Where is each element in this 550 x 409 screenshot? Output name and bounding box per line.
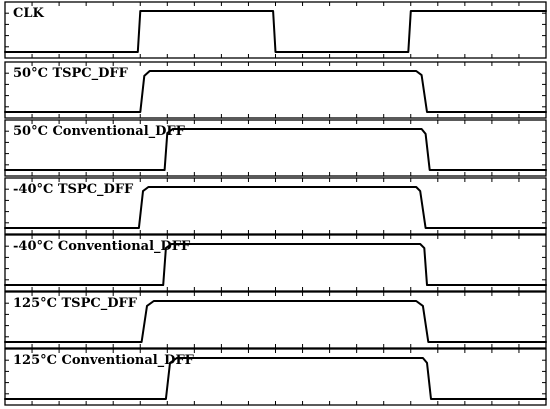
panel-label: CLK [13,6,44,21]
panel-label: -40°C TSPC_DFF [13,182,134,197]
series-line [4,70,547,113]
panel-label: -40°C Conventional_DFF [13,239,191,254]
panel-label: 125°C TSPC_DFF [13,296,138,311]
series-line [4,186,547,229]
series-line [4,243,547,286]
series-line [4,10,547,53]
panel-3: 50°C Conventional_DFF [4,119,547,177]
panel-label: 125°C Conventional_DFF [13,353,195,368]
panel-label: 50°C Conventional_DFF [13,124,186,139]
panel-1: CLK [4,1,547,59]
series-line [4,128,547,171]
panel-2: 50°C TSPC_DFF [4,61,547,119]
panel-7: 125°C Conventional_DFF [4,348,547,406]
panel-label: 50°C TSPC_DFF [13,66,129,81]
series-line [4,357,547,400]
panel-6: 125°C TSPC_DFF [4,291,547,349]
panel-4: -40°C TSPC_DFF [4,177,547,235]
panel-5: -40°C Conventional_DFF [4,234,547,292]
series-line [4,300,547,343]
